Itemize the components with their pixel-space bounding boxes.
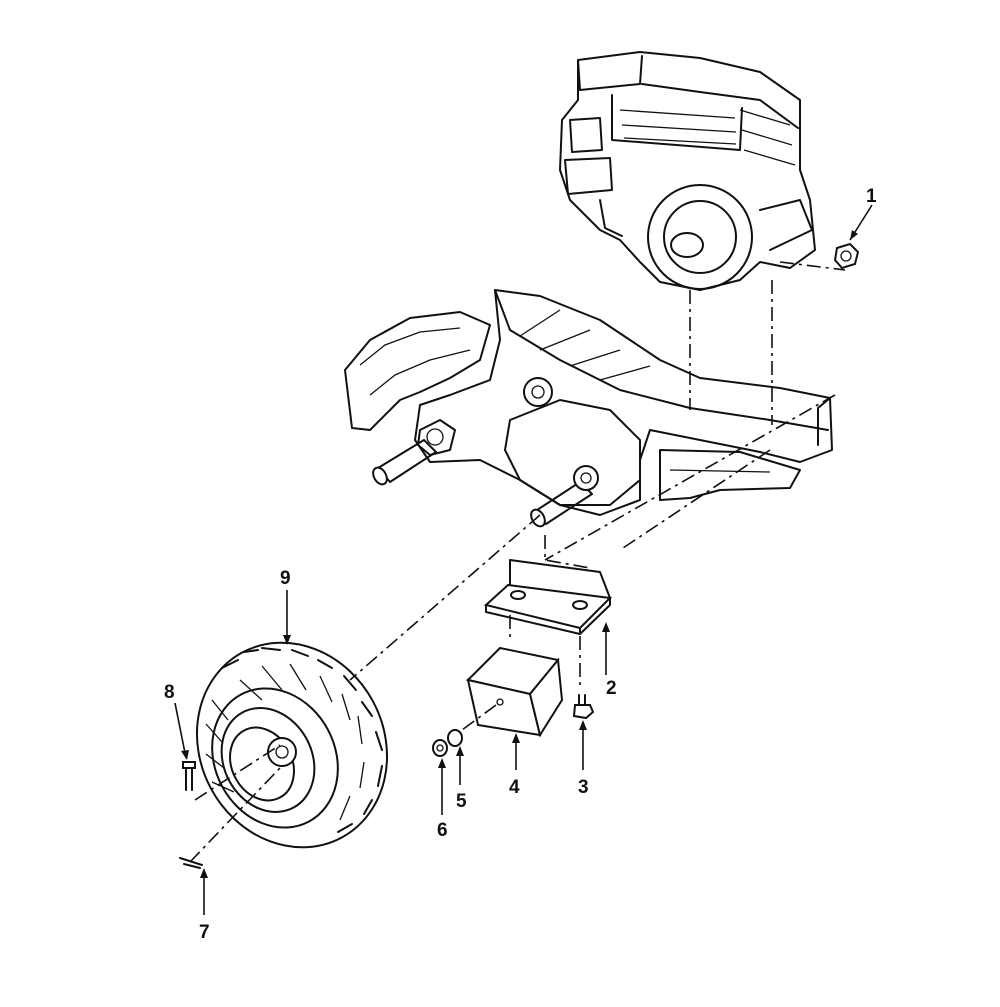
part-8-clevis-pin — [182, 761, 196, 791]
svg-text:3: 3 — [578, 777, 589, 798]
frame-guide-line-1 — [544, 394, 836, 561]
svg-text:5: 5 — [456, 791, 467, 812]
callout-6: 6 — [437, 758, 448, 841]
part-9-wheel — [195, 641, 389, 849]
svg-text:8: 8 — [164, 682, 175, 703]
nut-guide-line — [779, 261, 846, 271]
svg-text:1: 1 — [866, 186, 877, 207]
callout-4: 4 — [509, 733, 520, 798]
callout-2: 2 — [602, 622, 617, 699]
part-6-nut — [432, 739, 448, 757]
svg-text:9: 9 — [280, 568, 291, 589]
wheel-pin-line-7 — [189, 767, 281, 863]
callout-9: 9 — [280, 568, 291, 645]
svg-text:6: 6 — [437, 820, 448, 841]
part-7-hairpin-clip — [179, 857, 203, 869]
svg-text:2: 2 — [606, 678, 617, 699]
block-washer-line — [461, 704, 497, 731]
part-1-nut — [833, 242, 860, 270]
frame-guide-line-2 — [619, 449, 771, 551]
axle-shaft-left — [372, 439, 437, 486]
callout-8: 8 — [164, 682, 189, 760]
svg-text:7: 7 — [199, 922, 210, 943]
engine — [559, 51, 816, 291]
callout-1: 1 — [849, 186, 877, 241]
wheel-axle-line — [349, 514, 541, 681]
part-5-lock-washer — [447, 729, 463, 747]
part-4-weight-block — [466, 646, 564, 738]
callout-3: 3 — [578, 720, 589, 798]
svg-text:4: 4 — [509, 777, 520, 798]
callout-5: 5 — [456, 746, 467, 812]
tiller-frame — [344, 289, 833, 516]
part-2-bracket — [483, 535, 613, 635]
wheel-pin-line-8 — [194, 744, 281, 801]
callout-7: 7 — [199, 868, 210, 943]
axle-shaft-right — [530, 465, 599, 528]
part-3-bolt — [572, 694, 595, 720]
